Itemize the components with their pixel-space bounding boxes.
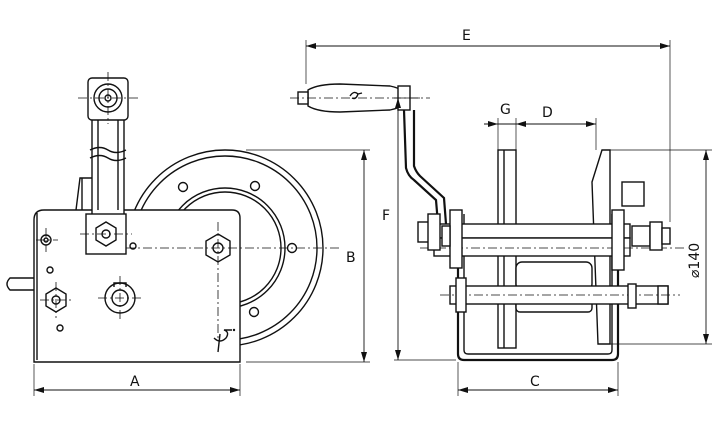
shaft-nuts-left xyxy=(417,209,467,313)
label-a: A xyxy=(130,374,140,390)
label-diameter: ⌀140 xyxy=(687,243,703,278)
dimension-g: G xyxy=(484,102,530,150)
dimension-d: D xyxy=(516,105,597,150)
dimension-b: B xyxy=(246,149,370,363)
crank-grip xyxy=(290,83,430,113)
dimension-a: A xyxy=(33,364,241,396)
axle-nut xyxy=(126,222,340,338)
dimension-diameter: ⌀140 xyxy=(610,149,712,345)
label-g: G xyxy=(500,102,511,118)
gear-shaft xyxy=(98,276,142,322)
left-tab xyxy=(6,277,34,291)
label-d: D xyxy=(542,105,553,121)
frame xyxy=(456,214,620,362)
label-e: E xyxy=(462,28,471,44)
pawl-block xyxy=(80,213,132,255)
logo-mark xyxy=(213,328,236,353)
label-b: B xyxy=(346,250,356,266)
dimension-f: F xyxy=(382,97,456,361)
front-view: E F G D xyxy=(290,28,712,396)
pawl-box-right xyxy=(611,181,671,309)
label-f: F xyxy=(382,208,390,224)
dimension-e: E xyxy=(305,28,671,222)
crank-lever xyxy=(402,109,448,225)
handle-knob xyxy=(78,72,138,124)
drum-shafts xyxy=(420,223,684,313)
brake-nut xyxy=(40,282,72,318)
plate-holes xyxy=(36,228,137,332)
dimension-c: C xyxy=(457,362,619,396)
side-view: A B xyxy=(6,72,370,396)
side-plate xyxy=(33,209,241,363)
label-c: C xyxy=(530,374,540,390)
